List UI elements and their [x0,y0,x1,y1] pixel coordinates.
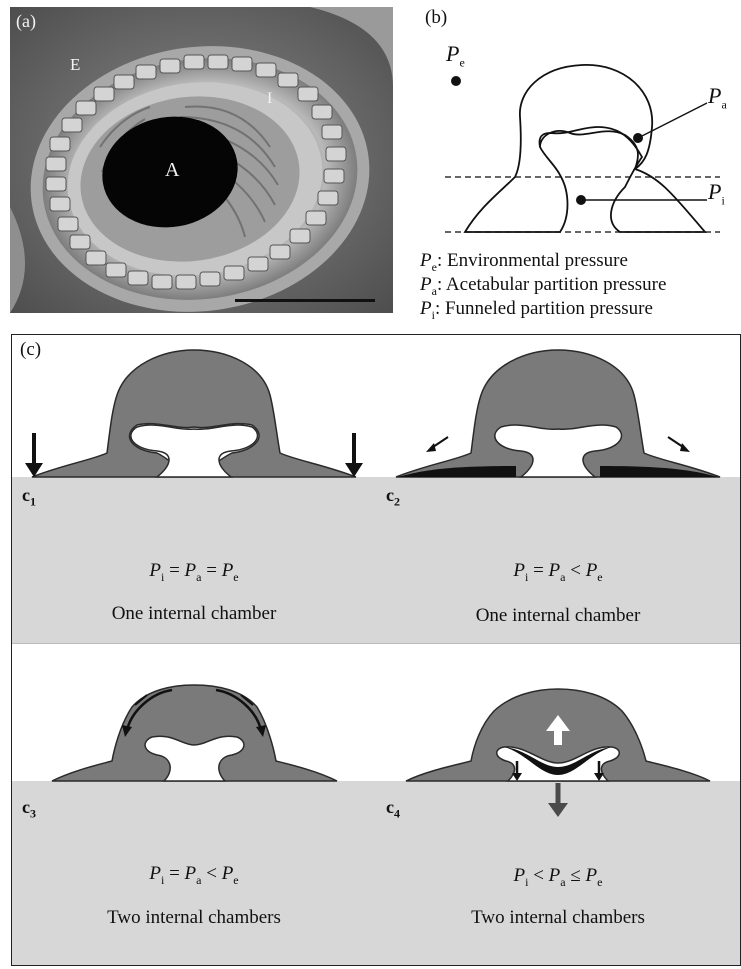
stage-label: c1 [22,485,36,510]
pressure-equation: Pi < Pa ≤ Pe [376,865,740,890]
label-A: A [165,159,179,182]
pa-label: Pa [708,83,727,112]
pressure-equation: Pi = Pa < Pe [376,560,740,585]
pe-label: Pe [446,41,465,70]
row-divider [12,643,740,644]
sucker-cross-section [420,7,735,247]
stage-label: c2 [386,485,400,510]
sucker-shape-c3 [12,645,376,785]
stage-c2: c2 Pi = Pa < Pe One internal chamber [376,335,740,643]
panel-a-tag: (a) [16,11,36,32]
sucker-shape-c4 [376,645,740,825]
sucker-shape-c2 [376,335,740,485]
pe-point [451,76,461,86]
chamber-description: Two internal chambers [12,907,376,929]
legend-item-pi: Pi: Funneled partition pressure [420,298,653,323]
chamber-description: One internal chamber [376,605,740,627]
sucker-shape-c1 [12,335,376,485]
stage-c1: c1 Pi = Pa = Pe One internal chamber [12,335,376,643]
legend-item-pe: Pe: Environmental pressure [420,250,628,275]
sucker-micrograph-image [10,7,393,313]
stage-c4: c4 Pi < Pa ≤ Pe Two internal chambers [376,645,740,953]
pa-leader [638,103,707,138]
sem-micrograph: (a) E I A [10,7,393,313]
pressure-schematic: (b) Pe Pa Pi Pe: Environmental pressure … [420,7,735,327]
attachment-stages: (c) c1 Pi = Pa = Pe One internal chamber [11,334,741,966]
pressure-equation: Pi = Pa = Pe [12,560,376,585]
chamber-description: Two internal chambers [376,907,740,929]
legend-item-pa: Pa: Acetabular partition pressure [420,274,666,299]
label-I: I [267,90,272,108]
sucker-outline [465,65,705,232]
stage-label: c3 [22,797,36,822]
stage-label: c4 [386,797,400,822]
chamber-description: One internal chamber [12,603,376,625]
label-E: E [70,55,80,75]
pi-label: Pi [708,179,725,208]
pressure-equation: Pi = Pa < Pe [12,863,376,888]
scale-bar [235,299,375,302]
stage-c3: c3 Pi = Pa < Pe Two internal chambers [12,645,376,953]
